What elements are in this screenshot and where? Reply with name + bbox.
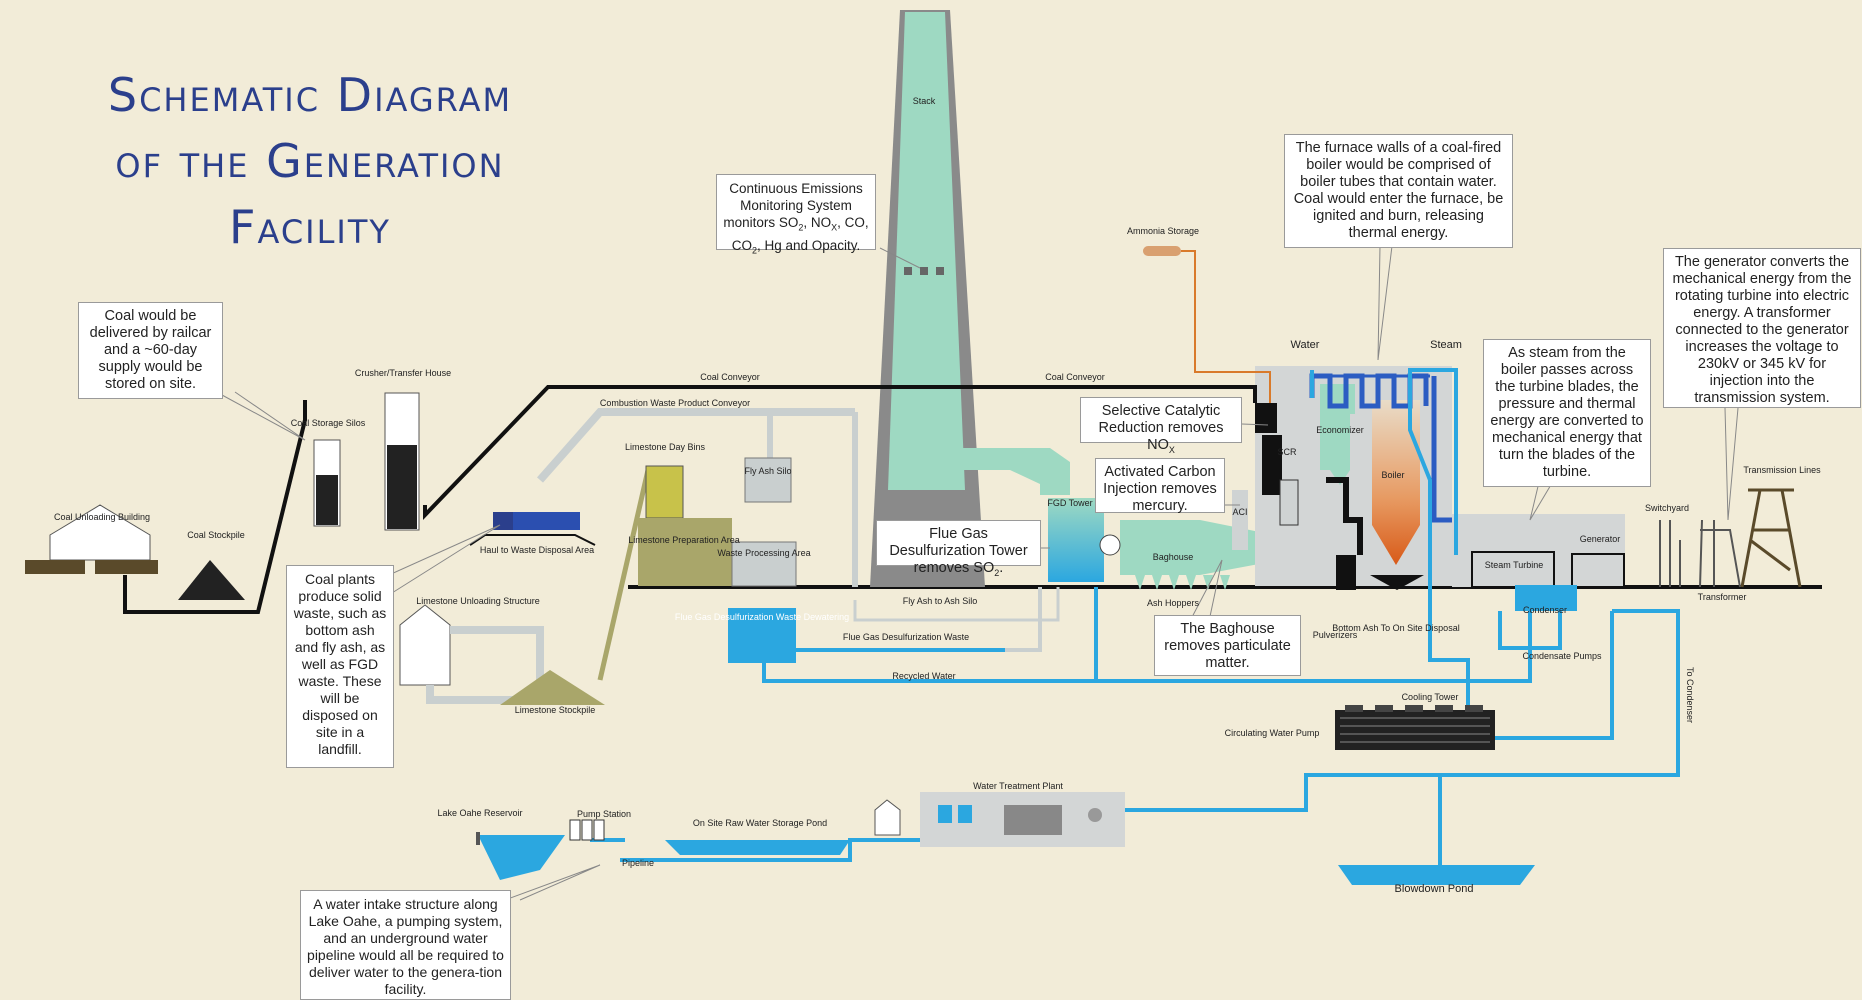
label-stack: Stack [912,96,936,106]
label-circulating-pump: Circulating Water Pump [1224,728,1320,738]
haul-truck [500,512,580,530]
label-steam-turbine: Steam Turbine [1484,560,1544,570]
coal-unloading-shape [49,504,151,561]
limestone-unloading-shape [399,604,451,686]
label-cooling-tower: Cooling Tower [1401,692,1459,702]
label-to-condenser: To Condenser [1685,666,1695,724]
title-line-3: Facility [229,200,391,254]
label-boiler: Boiler [1381,470,1405,480]
day-bins-shape [645,465,684,519]
label-waste-processing: Waste Processing Area [717,548,811,558]
pump-station-shape [569,819,605,841]
callout-coal-delivery: Coal would be delivered by railcar and a… [78,302,223,399]
coal-stockpile-shape [178,560,245,600]
title-line-1: Schematic Diagram [107,68,513,122]
label-aci: ACI [1232,507,1248,517]
page-title: Schematic Diagram of the Generation Faci… [50,62,570,260]
callout-turbine: As steam from the boiler passes across t… [1483,339,1651,487]
callout-generator: The generator converts the mechanical en… [1663,248,1861,408]
cooling-tower-shape [1335,710,1495,750]
label-water: Water [1290,339,1320,351]
label-fgd-dewatering: Flue Gas Desulfurization Waste Dewaterin… [674,612,850,622]
fgd-dewatering-shape [728,608,796,663]
label-raw-water-pond: On Site Raw Water Storage Pond [692,818,828,828]
callout-coal-waste: Coal plants produce solid waste, such as… [286,565,394,768]
fly-ash-silo-shape [744,457,792,503]
label-switchyard: Switchyard [1644,503,1690,513]
label-transmission-lines: Transmission Lines [1743,465,1821,475]
fgd-tower-shape [1048,498,1104,582]
transmission-tower [1740,488,1802,588]
label-ammonia: Ammonia Storage [1126,226,1200,236]
callout-water-intake: A water intake structure along Lake Oahe… [300,890,511,1000]
label-day-bins: Limestone Day Bins [624,442,706,452]
label-fly-ash-to-silo: Fly Ash to Ash Silo [902,596,978,606]
callout-pointers [221,245,1739,901]
label-pulverizers: Pulverizers [1312,630,1358,640]
label-limestone-unloading: Limestone Unloading Structure [416,596,540,606]
label-coal-conveyor-2: Coal Conveyor [1045,372,1105,382]
label-blowdown-pond: Blowdown Pond [1394,883,1474,895]
label-steam: Steam [1430,339,1462,351]
label-coal-stockpile: Coal Stockpile [187,530,245,540]
label-condenser: Condenser [1522,605,1568,615]
label-pipeline: Pipeline [621,858,655,868]
label-transformer: Transformer [1697,592,1747,602]
flue-gas-duct [950,448,1070,495]
label-coal-unloading: Coal Unloading Building [53,512,151,522]
scr-shape [1255,403,1277,433]
coal-conveyor [423,385,1255,520]
label-haul-waste: Haul to Waste Disposal Area [479,545,595,555]
label-fly-ash-silo: Fly Ash Silo [744,466,792,476]
limestone-prep-shape [638,518,732,586]
aci-shape [1232,490,1248,550]
pulverizer-shape [1336,555,1356,590]
label-combustion-waste: Combustion Waste Product Conveyor [599,398,751,408]
callout-fgd: Flue Gas Desulfurization Tower removes S… [876,520,1041,578]
label-coal-conveyor-1: Coal Conveyor [700,372,760,382]
switchyard-shape [1659,519,1741,588]
limestone-stockpile-shape [500,670,605,705]
ammonia-tank [1143,246,1181,256]
label-baghouse: Baghouse [1152,552,1194,562]
label-pump-station: Pump Station [576,809,632,819]
label-scr: SCR [1277,447,1297,457]
callout-cems: Continuous Emissions Monitoring System m… [716,174,876,255]
callout-baghouse: The Baghouse removes particulate matter. [1154,615,1301,676]
title-line-2: of the Generation [115,134,505,188]
condenser-shape [1515,585,1577,611]
label-fgd-waste: Flue Gas Desulfurization Waste [842,632,970,642]
label-bottom-ash: Bottom Ash To On Site Disposal [1332,623,1460,633]
label-economizer: Economizer [1316,425,1364,435]
label-coal-silos: Coal Storage Silos [290,418,366,428]
label-water-treatment: Water Treatment Plant [973,781,1063,791]
waste-processing-shape [731,541,797,587]
label-condensate-pumps: Condensate Pumps [1522,651,1602,661]
label-ash-hoppers: Ash Hoppers [1146,598,1200,608]
label-limestone-prep: Limestone Preparation Area [628,535,740,545]
blowdown-pond-shape [1338,865,1535,885]
fan-icon [1099,534,1121,556]
label-fgd-tower: FGD Tower [1047,498,1093,508]
stack-flue [888,12,965,490]
label-lake-oahe: Lake Oahe Reservoir [437,808,523,818]
label-limestone-stockpile: Limestone Stockpile [514,705,596,715]
label-recycled-water: Recycled Water [892,671,956,681]
ash-hoppers-shape [1135,575,1230,590]
label-generator: Generator [1579,534,1621,544]
boiler-shape [1372,400,1420,565]
label-crusher-house: Crusher/Transfer House [354,368,452,378]
raw-water-pond-shape [665,840,850,855]
callout-scr: Selective Catalytic Reduction removes NO… [1080,397,1242,455]
callout-furnace: The furnace walls of a coal-fired boiler… [1284,134,1513,248]
lake-shape [478,835,565,880]
callout-aci: Activated Carbon Injection removes mercu… [1095,458,1225,514]
